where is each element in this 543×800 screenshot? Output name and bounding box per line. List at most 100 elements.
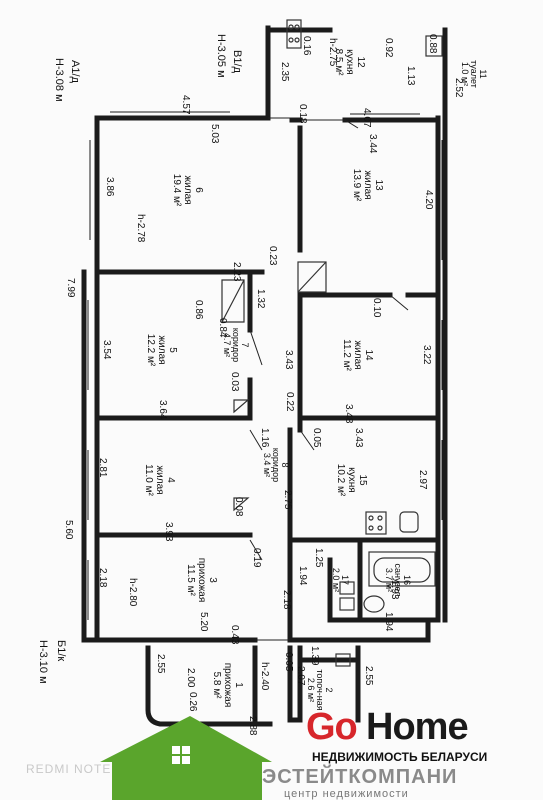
- stove-icon: [365, 511, 387, 535]
- dim-label: 2.97: [417, 470, 428, 490]
- step-icon: [233, 399, 250, 414]
- dim-label: 2.75: [282, 490, 293, 510]
- burner-icon: [294, 24, 300, 30]
- room-number: 6: [193, 187, 204, 193]
- dim-label: 2.88: [247, 716, 258, 736]
- step-icon: [233, 497, 250, 512]
- dim-label: 4.57: [180, 95, 191, 115]
- wall-r16: [327, 537, 441, 623]
- room-area: 5.8 м²: [211, 672, 222, 700]
- room-number: 8: [280, 462, 290, 467]
- dim-label: 3.54: [101, 340, 112, 360]
- room-name: жилая: [352, 340, 363, 369]
- toilet-icon: [363, 595, 385, 613]
- dim-label: 2.00: [185, 668, 196, 688]
- stair-box-icon: [221, 279, 245, 323]
- room-1-height: h-2.40: [259, 662, 270, 691]
- burner-icon: [294, 37, 300, 43]
- dim-label: 1.94: [383, 612, 394, 632]
- dim-label: 0.08: [233, 497, 244, 517]
- room-17-label: 17 2.0 м²: [331, 568, 350, 592]
- room-number: 2: [324, 687, 334, 692]
- dim-label: 0.84: [217, 318, 228, 338]
- dim-label: 0.05: [283, 652, 294, 672]
- room-number: 17: [340, 575, 350, 585]
- room-area: 8.5 м²: [333, 49, 344, 77]
- room-6-height: h-2.78: [135, 214, 146, 243]
- sink-icon: [399, 511, 419, 533]
- door-icon: [249, 429, 263, 451]
- room-area: 2.0 м²: [331, 568, 341, 592]
- washer-icon: [339, 581, 355, 595]
- dim-label: 0.05: [311, 428, 322, 448]
- dim-label: 0.88: [427, 34, 438, 54]
- room-area: 11.5 м²: [185, 564, 196, 596]
- dim-label: 3.44: [367, 134, 378, 154]
- dim-label: 2.18: [97, 568, 108, 588]
- dim-label: 2.07: [295, 666, 306, 686]
- burner-icon: [368, 515, 374, 521]
- room-area: 10.2 м²: [335, 464, 346, 497]
- dim-label: 1.93: [389, 580, 400, 600]
- dim-label: 0.16: [301, 36, 312, 56]
- brand-center: центр недвижимости: [284, 788, 409, 800]
- room-area: 11.2 м²: [341, 339, 352, 371]
- dim-label: 5.20: [198, 612, 209, 632]
- room-name: прихожая: [222, 663, 233, 708]
- windows-left: [87, 140, 91, 620]
- room-2-label: 2 топоч-ная 2.6 м²: [306, 669, 334, 710]
- room-name: прихожая: [196, 558, 207, 603]
- dim-label: 0.86: [193, 300, 204, 320]
- level-a1d: А1/д: [69, 60, 81, 84]
- room-14-label: 14 жилая 11.2 м²: [341, 339, 374, 371]
- dim-label: 2.52: [453, 78, 464, 98]
- dim-label: 0.22: [284, 392, 295, 412]
- room-5-label: 5 жилая 12.2 м²: [145, 334, 178, 367]
- dim-label: 2.18: [281, 590, 292, 610]
- dim-label: 1.13: [405, 66, 416, 86]
- annex-walls: [145, 645, 361, 727]
- room-area: 2.6 м²: [306, 678, 316, 702]
- dim-label: 0.10: [371, 298, 382, 318]
- stair-box-icon: [297, 261, 327, 293]
- room-area: 3.4 м²: [262, 453, 272, 477]
- room-number: 16: [402, 575, 412, 585]
- room-11-label: 11 туалет 1.0 м²: [460, 60, 488, 88]
- wall-r2: [297, 645, 361, 723]
- dim-label: 4.07: [361, 108, 372, 128]
- dim-label: 3.64: [157, 400, 168, 420]
- brand-go: Go: [306, 706, 358, 748]
- dim-label: 1.94: [297, 566, 308, 586]
- level-b1k: Б1/к: [55, 640, 67, 661]
- room-name: жилая: [362, 170, 373, 199]
- room-8-label: 8 коридор 3.4 м²: [262, 448, 290, 482]
- dim-label: 0.92: [383, 38, 394, 58]
- door-icon: [249, 329, 263, 366]
- room-name: санузел: [393, 564, 403, 597]
- room-area: 1.0 м²: [460, 62, 470, 86]
- brand-estate: ЭСТЕЙТКОМПАНИ: [262, 766, 458, 788]
- wall-r5-r4: [94, 377, 253, 421]
- room-number: 3: [207, 577, 218, 583]
- windows: [87, 111, 443, 620]
- washer-icon: [339, 597, 355, 611]
- door-icon: [300, 119, 359, 129]
- room-area: 13.9 м²: [351, 169, 362, 202]
- room-name: жилая: [182, 175, 193, 204]
- dim-label: 4.20: [423, 190, 434, 210]
- room-area: 11.0 м²: [143, 464, 154, 496]
- dim-label: 5.60: [63, 520, 74, 540]
- windows-top: [110, 111, 420, 115]
- dim-label: 5.03: [209, 124, 220, 144]
- room-number: 11: [478, 69, 488, 78]
- door-icon: [389, 294, 409, 311]
- room-area: 19.4 м²: [171, 174, 182, 207]
- room-area: 4.7 м²: [222, 333, 232, 357]
- room-7-label: 7 коридор 4.7 м²: [222, 328, 250, 362]
- room-name: коридор: [231, 328, 241, 362]
- room-name: кухня: [346, 467, 357, 492]
- level-b1k-height: Н-3.10 м: [37, 640, 49, 684]
- room-15-label: 15 кухня 10.2 м²: [335, 464, 368, 497]
- room-number: 14: [363, 349, 374, 361]
- dim-label: 0.26: [187, 692, 198, 712]
